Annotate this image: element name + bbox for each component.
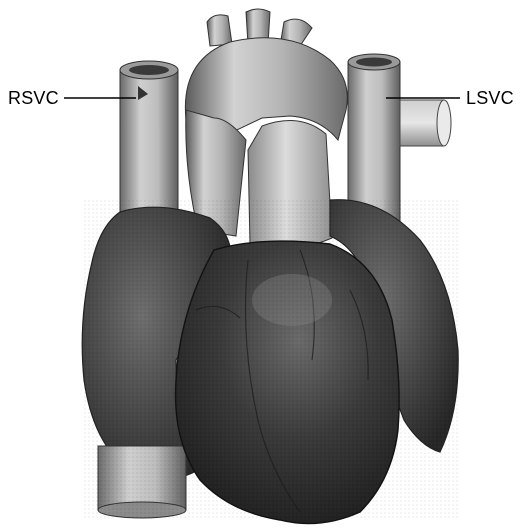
heart-texture — [84, 200, 460, 520]
left-pulmonary-vein — [400, 100, 451, 146]
lsvc-label: LSVC — [466, 88, 514, 108]
rsvc-label: RSVC — [8, 88, 59, 108]
